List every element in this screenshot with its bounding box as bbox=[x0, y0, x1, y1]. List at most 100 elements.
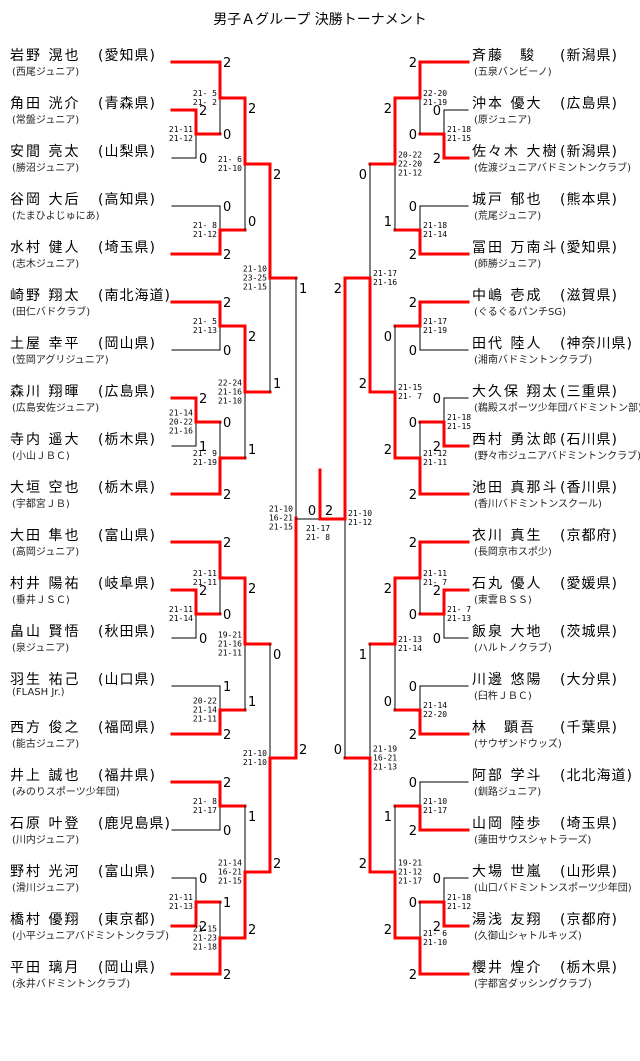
player-prefecture: (南北海道) bbox=[98, 288, 171, 304]
game-count: 0 bbox=[409, 776, 417, 791]
player-club: (蓮田サウスシャトラーズ) bbox=[474, 835, 592, 846]
game-count: 2 bbox=[223, 536, 231, 551]
player-entry: 岩野 滉也(愛知県)(西尾ジュニア) bbox=[10, 45, 180, 85]
player-prefecture: (熊本県) bbox=[560, 192, 618, 208]
player-club: (野々市ジュニアバドミントンクラブ) bbox=[474, 451, 640, 462]
game-score: 21-16 bbox=[169, 427, 193, 436]
player-name: 阿部 学斗 bbox=[472, 768, 543, 784]
player-entry: 城戸 郁也(熊本県)(荒尾ジュニア) bbox=[472, 189, 640, 229]
player-entry: 湯浅 友翔(京都府)(久御山シャトルキッズ) bbox=[472, 909, 640, 949]
player-entry: 石丸 優人(愛媛県)(東雲ＢＳＳ) bbox=[472, 573, 640, 613]
player-entry: 平田 璃月(岡山県)(永井バドミントンクラブ) bbox=[10, 957, 180, 997]
game-score: 19-21 bbox=[398, 859, 422, 868]
player-name: 大垣 空也 bbox=[10, 480, 81, 496]
player-prefecture: (三重県) bbox=[560, 384, 618, 400]
final-score: 21- 8 bbox=[306, 533, 330, 542]
player-entry: 水村 健人(埼玉県)(志木ジュニア) bbox=[10, 237, 180, 277]
player-entry: 冨田 万南斗(愛知県)(師勝ジュニア) bbox=[472, 237, 640, 277]
game-count: 1 bbox=[199, 440, 207, 455]
player-club: (五泉バンビーノ) bbox=[474, 67, 552, 78]
player-club: (FLASH Jr.) bbox=[12, 687, 65, 698]
player-prefecture: (栃木県) bbox=[98, 432, 156, 448]
final-score: 21-17 bbox=[306, 524, 330, 533]
game-count: 2 bbox=[299, 743, 307, 758]
player-name: 石丸 優人 bbox=[472, 576, 543, 592]
player-entry: 飯泉 大地(茨城県)(ハルトノクラブ) bbox=[472, 621, 640, 661]
game-score: 21-11 bbox=[193, 578, 217, 587]
player-name: 冨田 万南斗 bbox=[472, 240, 559, 256]
player-prefecture: (石川県) bbox=[560, 432, 618, 448]
player-club: (小山ＪＢＣ) bbox=[12, 451, 70, 462]
game-score: 21-18 bbox=[193, 943, 217, 952]
player-club: (サウザンドウッズ) bbox=[474, 739, 562, 750]
game-score: 21-18 bbox=[423, 221, 447, 230]
game-count: 0 bbox=[409, 680, 417, 695]
game-count: 0 bbox=[384, 695, 392, 710]
player-entry: 橋村 優翔(東京都)(小平ジュニアバドミントンクラブ) bbox=[10, 909, 180, 949]
player-prefecture: (愛知県) bbox=[560, 240, 618, 256]
game-score: 21-16 bbox=[218, 388, 242, 397]
player-name: 沖本 優大 bbox=[472, 96, 543, 112]
game-count: 0 bbox=[409, 200, 417, 215]
player-club: (原ジュニア) bbox=[474, 115, 532, 126]
game-score: 21- 7 bbox=[447, 605, 471, 614]
game-score: 21-10 bbox=[218, 397, 242, 406]
player-club: (能古ジュニア) bbox=[12, 739, 80, 750]
game-score: 21- 2 bbox=[193, 98, 217, 107]
player-club: (久御山シャトルキッズ) bbox=[474, 931, 582, 942]
player-club: (川内ジュニア) bbox=[12, 835, 80, 846]
player-entry: 安間 亮太(山梨県)(勝沼ジュニア) bbox=[10, 141, 180, 181]
game-score: 21-13 bbox=[169, 902, 193, 911]
player-name: 石原 叶登 bbox=[10, 816, 81, 832]
game-count: 2 bbox=[359, 377, 367, 392]
player-name: 角田 洸介 bbox=[10, 96, 81, 112]
game-score: 21-12 bbox=[398, 169, 422, 178]
player-club: (荒尾ジュニア) bbox=[474, 211, 542, 222]
game-count: 0 bbox=[409, 344, 417, 359]
game-count: 2 bbox=[433, 920, 441, 935]
game-count: 0 bbox=[199, 152, 207, 167]
player-club: (永井バドミントンクラブ) bbox=[12, 979, 131, 990]
player-prefecture: (秋田県) bbox=[98, 624, 156, 640]
game-count: 2 bbox=[223, 776, 231, 791]
player-prefecture: (埼玉県) bbox=[98, 240, 156, 256]
game-count: 0 bbox=[359, 168, 367, 183]
game-count: 2 bbox=[384, 443, 392, 458]
player-club: (ぐるぐるパンチSG) bbox=[474, 307, 566, 318]
game-score: 21-15 bbox=[269, 523, 293, 532]
game-count: 0 bbox=[223, 824, 231, 839]
player-prefecture: (岐阜県) bbox=[98, 576, 156, 592]
game-score: 21-11 bbox=[193, 569, 217, 578]
player-entry: 石原 叶登(鹿児島県)(川内ジュニア) bbox=[10, 813, 180, 853]
game-score: 21-17 bbox=[398, 877, 422, 886]
game-score: 22-20 bbox=[398, 160, 422, 169]
player-entry: 大場 世嵐(山形県)(山口バドミントンスポーツ少年団) bbox=[472, 861, 640, 901]
game-count: 0 bbox=[223, 344, 231, 359]
game-score: 23-25 bbox=[243, 274, 267, 283]
player-name: 川邊 悠陽 bbox=[472, 672, 543, 688]
game-count: 2 bbox=[409, 56, 417, 71]
game-score: 21- 8 bbox=[193, 797, 217, 806]
game-score: 21-18 bbox=[447, 893, 471, 902]
game-score: 21-17 bbox=[193, 806, 217, 815]
game-score: 21-11 bbox=[193, 715, 217, 724]
game-score: 21- 9 bbox=[193, 449, 217, 458]
player-name: 大場 世嵐 bbox=[472, 864, 543, 880]
player-name: 西村 勇汰郎 bbox=[472, 432, 559, 448]
player-name: 湯浅 友翔 bbox=[472, 912, 543, 928]
player-club: (宇都宮ＪＢ) bbox=[12, 499, 70, 510]
player-entry: 野村 光河(富山県)(滑川ジュニア) bbox=[10, 861, 180, 901]
player-prefecture: (香川県) bbox=[560, 480, 618, 496]
game-score: 21-13 bbox=[398, 635, 422, 644]
game-count: 0 bbox=[433, 392, 441, 407]
player-prefecture: (福井県) bbox=[98, 768, 156, 784]
game-score: 21-14 bbox=[423, 701, 447, 710]
player-club: (長岡京市スポ少) bbox=[474, 547, 552, 558]
game-count: 2 bbox=[199, 104, 207, 119]
player-name: 池田 真那斗 bbox=[472, 480, 559, 496]
game-count: 2 bbox=[199, 920, 207, 935]
game-count: 2 bbox=[248, 923, 256, 938]
player-prefecture: (福岡県) bbox=[98, 720, 156, 736]
game-score: 21-11 bbox=[218, 649, 242, 658]
player-entry: 崎野 翔太(南北海道)(田仁バドクラブ) bbox=[10, 285, 180, 325]
